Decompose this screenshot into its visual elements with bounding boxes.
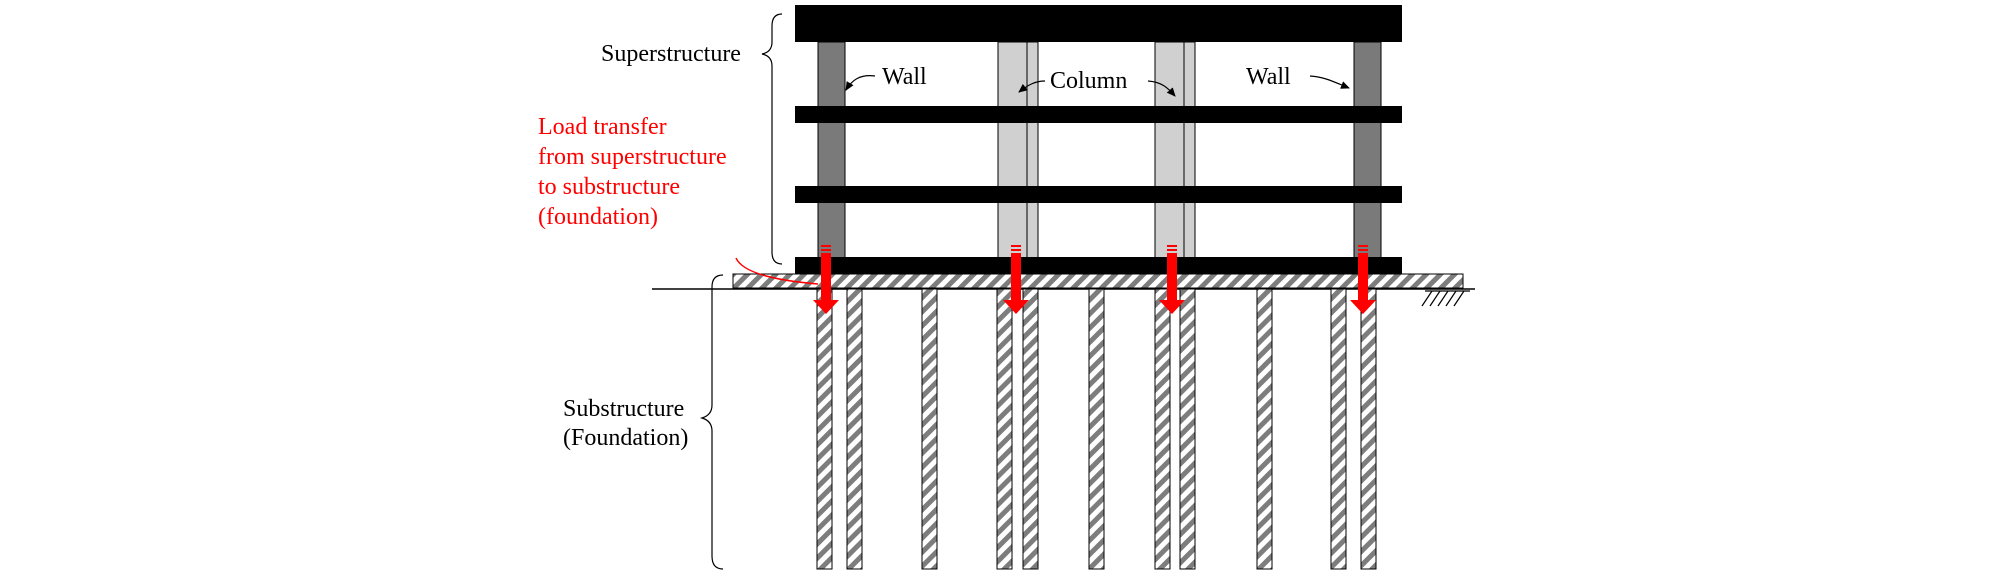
svg-text:to substructure: to substructure	[538, 174, 680, 200]
ground-slab	[795, 257, 1402, 274]
load-arrow-icon	[1350, 245, 1376, 314]
load-transfer-leader	[735, 257, 819, 285]
svg-text:Load transfer: Load transfer	[538, 114, 667, 140]
substructure-brace	[699, 274, 724, 570]
load-arrow-icon	[1003, 245, 1029, 314]
floor-slab-upper	[795, 106, 1402, 123]
load-arrow-icon	[1159, 245, 1185, 314]
ground-symbol-icon	[1421, 290, 1470, 307]
wall-left-label: Wall	[882, 64, 927, 90]
wall-right-label: Wall	[1246, 64, 1291, 90]
pile	[1154, 288, 1171, 570]
pile	[846, 288, 863, 570]
substructure-label: Substructure (Foundation)	[563, 396, 688, 451]
piles	[816, 288, 1377, 570]
wall-right	[1353, 41, 1382, 263]
pile	[1022, 288, 1039, 570]
wall-right-leader	[1309, 75, 1350, 89]
pile	[1088, 288, 1105, 570]
wall-left	[817, 41, 846, 263]
pile	[1179, 288, 1196, 570]
load-arrows	[813, 245, 1376, 314]
svg-text:from superstructure: from superstructure	[538, 144, 727, 170]
superstructure-label: Superstructure	[601, 41, 741, 67]
svg-text:Substructure: Substructure	[563, 396, 684, 422]
pile	[996, 288, 1013, 570]
roof-slab	[795, 5, 1402, 42]
column-label: Column	[1050, 68, 1127, 94]
svg-text:(foundation): (foundation)	[538, 204, 658, 230]
pile	[1330, 288, 1347, 570]
pile-cap	[732, 273, 1464, 289]
superstructure-brace	[761, 13, 783, 265]
column-right-leader	[1147, 80, 1176, 97]
pile	[1256, 288, 1273, 570]
svg-text:(Foundation): (Foundation)	[563, 425, 688, 451]
leader-lines	[845, 75, 1350, 97]
pile	[1360, 288, 1377, 570]
column-left-leader	[1018, 80, 1046, 93]
load-arrow-icon	[813, 245, 839, 314]
load-transfer-label: Load transfer from superstructure to sub…	[538, 114, 727, 230]
superstructure	[795, 5, 1402, 274]
column-left	[997, 41, 1039, 263]
wall-left-leader	[845, 75, 876, 91]
floor-slab-lower	[795, 186, 1402, 203]
pile	[816, 288, 833, 570]
pile	[921, 288, 938, 570]
column-right	[1154, 41, 1196, 263]
foundation	[652, 273, 1475, 570]
